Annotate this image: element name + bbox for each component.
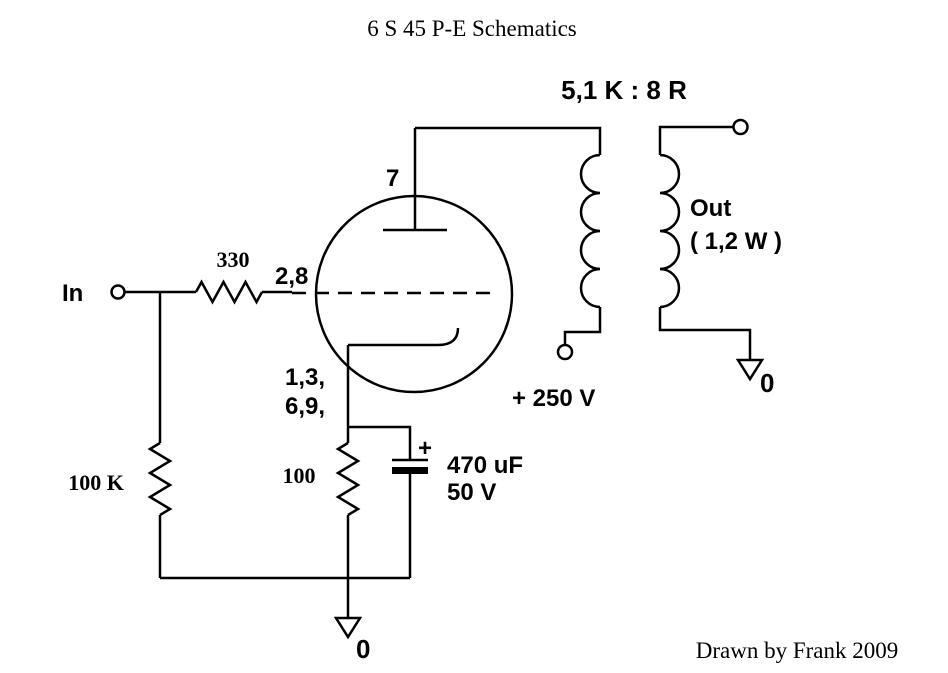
cap-voltage-label: 50 V <box>447 479 496 506</box>
cathode-resistor-label: 100 <box>283 463 316 488</box>
ground-left-label: 0 <box>356 634 370 664</box>
grid-pin-label: 2,8 <box>275 263 308 290</box>
cathode-line <box>348 327 460 347</box>
ground-right-symbol <box>735 358 765 382</box>
ground-left-symbol <box>333 616 363 640</box>
ground-right-label: 0 <box>760 368 774 398</box>
bypass-cap-bottom-plate <box>392 467 428 474</box>
transformer-secondary-winding <box>659 153 681 309</box>
transformer-primary-winding <box>579 153 601 309</box>
output-terminal <box>732 118 749 136</box>
cap-value-label: 470 uF <box>447 452 523 479</box>
cap-polarity-label: + <box>418 435 432 462</box>
supply-label: + 250 V <box>512 385 595 412</box>
output-label: Out <box>690 195 731 222</box>
secondary-top-wire <box>658 125 733 155</box>
cathode-pins-label-line2: 6,9, <box>285 393 325 420</box>
grid-stopper-label: 330 <box>217 247 250 272</box>
input-label: In <box>62 280 83 307</box>
secondary-bottom-wire <box>658 307 752 360</box>
cathode-pins-label-line1: 1,3, <box>285 364 325 391</box>
transformer-ratio-label: 5,1 K : 8 R <box>561 75 687 105</box>
output-power-label: ( 1,2 W ) <box>690 228 782 255</box>
credit-text: Drawn by Frank 2009 <box>696 638 899 663</box>
plate-to-primary-wire <box>415 126 602 155</box>
grid-leak-label: 100 K <box>68 470 124 495</box>
schematic-title: 6 S 45 P-E Schematics <box>367 16 577 41</box>
cathode-resistor <box>335 441 361 517</box>
grid-leak-resistor <box>147 441 173 517</box>
bypass-cap-top-lead <box>348 425 412 460</box>
b-plus-terminal <box>556 343 574 361</box>
input-terminal <box>110 284 126 300</box>
grid-stopper-resistor <box>194 279 264 305</box>
primary-bottom-wire <box>563 307 602 345</box>
plate-pin-label: 7 <box>386 165 399 192</box>
